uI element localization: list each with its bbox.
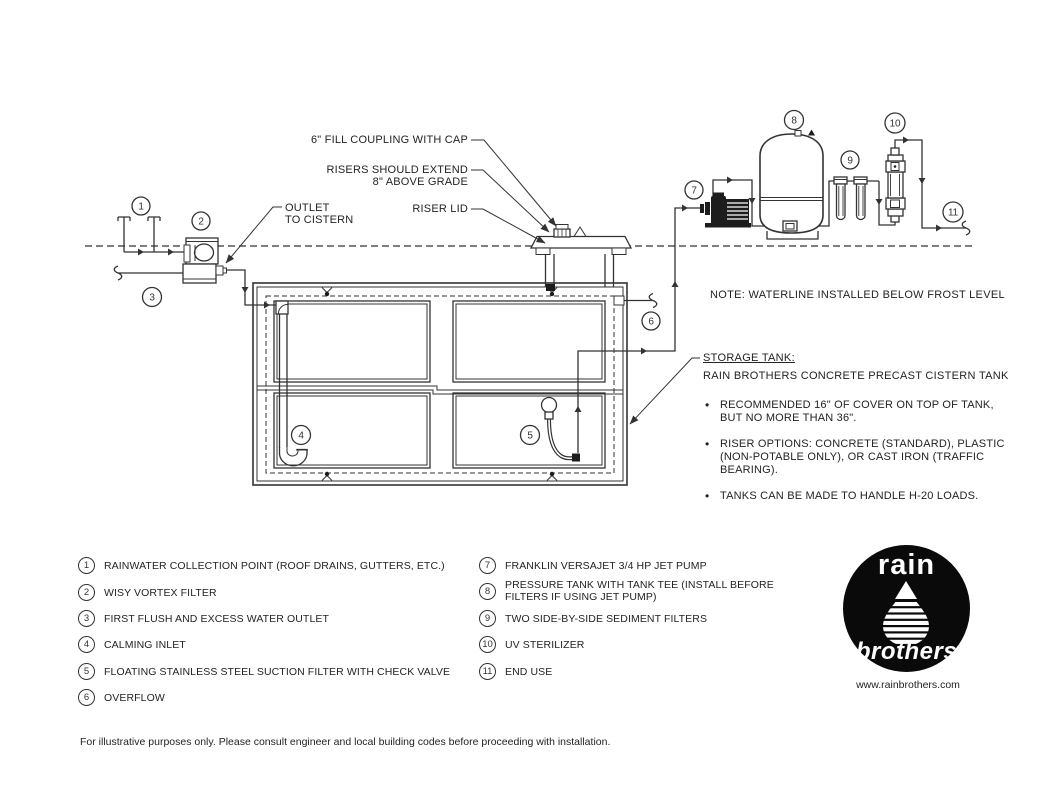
callout-10: 10 [884, 112, 906, 134]
wisy-vortex-filter [182, 237, 227, 284]
storage-tank-title: STORAGE TANK: [703, 352, 795, 364]
logo-word-rain: rain [877, 549, 936, 581]
storage-tank-bullet: RISER OPTIONS: CONCRETE (STANDARD), PLAS… [703, 438, 1013, 477]
svg-text:4: 4 [298, 431, 304, 442]
callout-8: 8 [783, 109, 805, 131]
storage-tank-subtitle: RAIN BROTHERS CONCRETE PRECAST CISTERN T… [703, 370, 1009, 382]
floating-suction-filter [540, 396, 580, 462]
website-url: www.rainbrothers.com [856, 679, 960, 691]
legend-number: 7 [479, 557, 496, 574]
flow-arrows [138, 136, 942, 412]
legend-item-5: 5 FLOATING STAINLESS STEEL SUCTION FILTE… [78, 663, 450, 680]
callout-2: 2 [191, 211, 211, 231]
sediment-filters [833, 176, 868, 221]
diagram-callouts: 1 2 3 4 5 6 7 8 9 10 11 [131, 109, 964, 446]
logo-word-brothers: brothers [855, 638, 958, 665]
storage-tank-bullet-list: RECOMMENDED 16" OF COVER ON TOP OF TANK,… [703, 399, 1013, 503]
legend-item-6: 6 OVERFLOW [78, 689, 165, 706]
leader-lines [225, 139, 700, 425]
svg-text:1: 1 [138, 202, 144, 213]
legend-item-10: 10 UV STERILIZER [479, 636, 584, 653]
legend-number: 5 [78, 663, 95, 680]
svg-text:3: 3 [149, 293, 155, 304]
legend-label: PRESSURE TANK WITH TANK TEE (INSTALL BEF… [505, 579, 774, 603]
svg-text:8: 8 [791, 116, 797, 127]
svg-text:11: 11 [948, 208, 959, 219]
callout-11: 11 [942, 201, 964, 223]
legend-label: CALMING INLET [104, 638, 186, 651]
legend-number: 11 [479, 663, 496, 680]
legend-item-3: 3 FIRST FLUSH AND EXCESS WATER OUTLET [78, 610, 329, 627]
label-fill-coupling: 6" FILL COUPLING WITH CAP [310, 134, 468, 146]
cistern-tank [252, 282, 628, 486]
legend-number: 6 [78, 689, 95, 706]
svg-text:2: 2 [198, 217, 204, 228]
label-riser-lid: RISER LID [412, 203, 468, 215]
legend-item-1: 1 RAINWATER COLLECTION POINT (ROOF DRAIN… [78, 557, 445, 574]
svg-text:7: 7 [691, 186, 697, 197]
legend-number: 3 [78, 610, 95, 627]
legend-number: 8 [479, 582, 496, 600]
svg-text:9: 9 [847, 156, 853, 167]
uv-sterilizer [885, 147, 906, 223]
legend-number: 4 [78, 636, 95, 653]
storage-tank-notes: STORAGE TANK: RAIN BROTHERS CONCRETE PRE… [703, 352, 1013, 516]
legend-label: RAINWATER COLLECTION POINT (ROOF DRAINS,… [104, 559, 445, 572]
legend-item-2: 2 WISY VORTEX FILTER [78, 584, 217, 601]
legend-number: 9 [479, 610, 496, 627]
footer-disclaimer: For illustrative purposes only. Please c… [80, 736, 611, 748]
svg-text:5: 5 [527, 431, 533, 442]
legend-number: 10 [479, 636, 496, 653]
legend-label: TWO SIDE-BY-SIDE SEDIMENT FILTERS [505, 612, 708, 625]
legend-label: FLOATING STAINLESS STEEL SUCTION FILTER … [104, 665, 451, 678]
rainwater-collection-point [117, 216, 161, 252]
jet-pump [700, 192, 751, 228]
label-outlet-to-cistern: OUTLET TO CISTERN [285, 202, 354, 226]
callout-4: 4 [290, 424, 312, 446]
legend-label: WISY VORTEX FILTER [104, 586, 217, 599]
callout-3: 3 [141, 286, 163, 308]
label-risers-extend: RISERS SHOULD EXTEND 8" ABOVE GRADE [326, 164, 468, 188]
callout-9: 9 [840, 150, 860, 170]
legend-number: 1 [78, 557, 95, 574]
callout-7: 7 [684, 180, 704, 200]
legend-label: FIRST FLUSH AND EXCESS WATER OUTLET [104, 612, 330, 625]
callout-5: 5 [519, 424, 541, 446]
legend-number: 2 [78, 584, 95, 601]
legend-label: OVERFLOW [104, 691, 165, 704]
rain-brothers-logo: rain brothers [843, 545, 970, 672]
legend-item-9: 9 TWO SIDE-BY-SIDE SEDIMENT FILTERS [479, 610, 707, 627]
legend-item-4: 4 CALMING INLET [78, 636, 186, 653]
legend-label: END USE [505, 665, 553, 678]
legend-item-11: 11 END USE [479, 663, 552, 680]
calming-inlet [275, 300, 308, 467]
water-droplet-icon [883, 581, 929, 644]
legend-label: FRANKLIN VERSAJET 3/4 HP JET PUMP [505, 559, 707, 572]
legend-item-8: 8 PRESSURE TANK WITH TANK TEE (INSTALL B… [479, 579, 774, 603]
fill-coupling [553, 224, 571, 238]
callout-6: 6 [641, 311, 661, 331]
note-waterline: NOTE: WATERLINE INSTALLED BELOW FROST LE… [710, 289, 1005, 301]
svg-text:6: 6 [648, 317, 654, 328]
overflow-fitting [613, 295, 625, 306]
svg-text:10: 10 [890, 119, 901, 130]
legend-label: UV STERILIZER [505, 638, 585, 651]
storage-tank-bullet: TANKS CAN BE MADE TO HANDLE H-20 LOADS. [703, 490, 1013, 503]
legend-item-7: 7 FRANKLIN VERSAJET 3/4 HP JET PUMP [479, 557, 707, 574]
riser-assembly [529, 224, 633, 291]
callout-1: 1 [131, 196, 151, 216]
pressure-tank [759, 129, 824, 240]
vent-icon [573, 226, 587, 237]
storage-tank-bullet: RECOMMENDED 16" OF COVER ON TOP OF TANK,… [703, 399, 1013, 425]
tank-tee [782, 220, 798, 232]
lifting-anchor-icon [321, 287, 558, 481]
